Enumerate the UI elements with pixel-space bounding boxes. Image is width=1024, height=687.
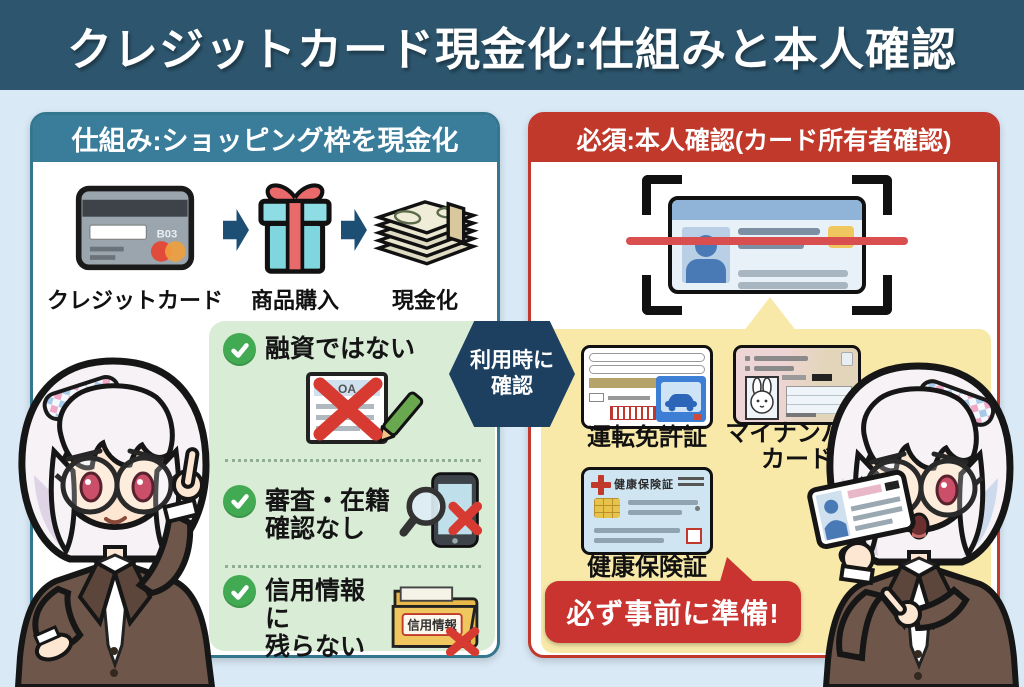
health-insurance-label: 健康保険証 [587, 554, 707, 581]
flow-label-credit-card: クレジットカード [47, 288, 224, 313]
right-character-illustration [807, 362, 1020, 687]
cash-stack-icon [367, 173, 483, 281]
rabbit-mascot-icon [745, 376, 779, 420]
id-photo-silhouette [682, 227, 730, 283]
checklist-text: 融資ではない [265, 335, 416, 363]
viewfinder-corner-icon [642, 175, 682, 215]
drivers-license-label: 運転免許証 [587, 424, 707, 451]
car-icon [656, 376, 706, 422]
credit-card-icon: B03 [74, 173, 196, 281]
dotted-divider [225, 459, 481, 462]
viewfinder-corner-icon [852, 275, 892, 315]
checklist-item-no-loan: 融資ではない OA [223, 333, 483, 452]
arrow-right-icon [223, 209, 249, 251]
flow-step-purchase: 商品購入 [249, 173, 341, 315]
viewfinder-corner-icon [642, 275, 682, 315]
mechanism-panel-title: 仕組み:ショッピング枠を現金化 [71, 126, 459, 156]
credit-info-folder-crossed-icon: 信用情報 [387, 576, 483, 661]
identity-panel-header: 必須:本人確認(カード所有者確認) [531, 115, 997, 162]
insurance-card-title: 健康保険証 [614, 479, 674, 491]
check-icon [223, 484, 256, 518]
gift-icon [249, 173, 341, 281]
health-insurance-card: 健康保険証 [581, 467, 713, 555]
prepare-banner: 必ず事前に準備! [545, 557, 801, 643]
drivers-license-card [581, 345, 713, 429]
flow-step-credit-card: B03 クレジットカード [47, 173, 223, 315]
id-scan-illustration [626, 175, 908, 315]
usage-check-connector: 利用時に 確認 [449, 321, 575, 427]
red-cross-icon [591, 475, 611, 495]
flow-label-cash: 現金化 [391, 288, 458, 313]
checklist-item-no-credit-record: 信用情報に 残らない 信用情報 [223, 575, 483, 661]
cashing-flow: B03 クレジットカード 商品購入 [39, 173, 491, 323]
check-icon [223, 575, 256, 608]
callout-tail [743, 297, 797, 332]
page-title: クレジットカード現金化:仕組みと本人確認 [67, 23, 957, 75]
left-character-illustration [14, 357, 216, 687]
held-id-card [807, 469, 916, 550]
folder-tab-label: 信用情報 [407, 617, 457, 632]
checklist-text: 審査・在籍 確認なし [265, 486, 391, 543]
loan-contract-crossed-icon: OA [223, 368, 483, 452]
checklist-item-no-screening: 審査・在籍 確認なし [223, 469, 483, 558]
checklist-text: 信用情報に 残らない [265, 577, 366, 661]
mynumber-card [733, 345, 861, 425]
prepare-banner-text: 必ず事前に準備! [566, 598, 780, 629]
viewfinder-corner-icon [852, 175, 892, 215]
arrow-right-icon [341, 209, 367, 251]
identity-panel-title: 必須:本人確認(カード所有者確認) [576, 126, 952, 155]
card-number-text: B03 [157, 228, 178, 240]
scan-line [626, 237, 908, 245]
phone-search-crossed-icon [399, 469, 483, 558]
check-icon [223, 333, 256, 366]
mechanism-panel: 仕組み:ショッピング枠を現金化 B03 クレジットカード [30, 112, 500, 661]
scanned-id-card [668, 196, 866, 294]
dotted-divider [225, 565, 481, 568]
connector-label: 利用時に 確認 [470, 348, 554, 398]
loan-doc-text: OA [338, 382, 356, 396]
title-bar: クレジットカード現金化:仕組みと本人確認 [0, 0, 1024, 90]
flow-step-cash: 現金化 [367, 173, 483, 315]
mechanism-panel-header: 仕組み:ショッピング枠を現金化 [33, 115, 497, 162]
benefits-checklist: 融資ではない OA [209, 321, 495, 661]
flow-label-purchase: 商品購入 [250, 288, 339, 313]
